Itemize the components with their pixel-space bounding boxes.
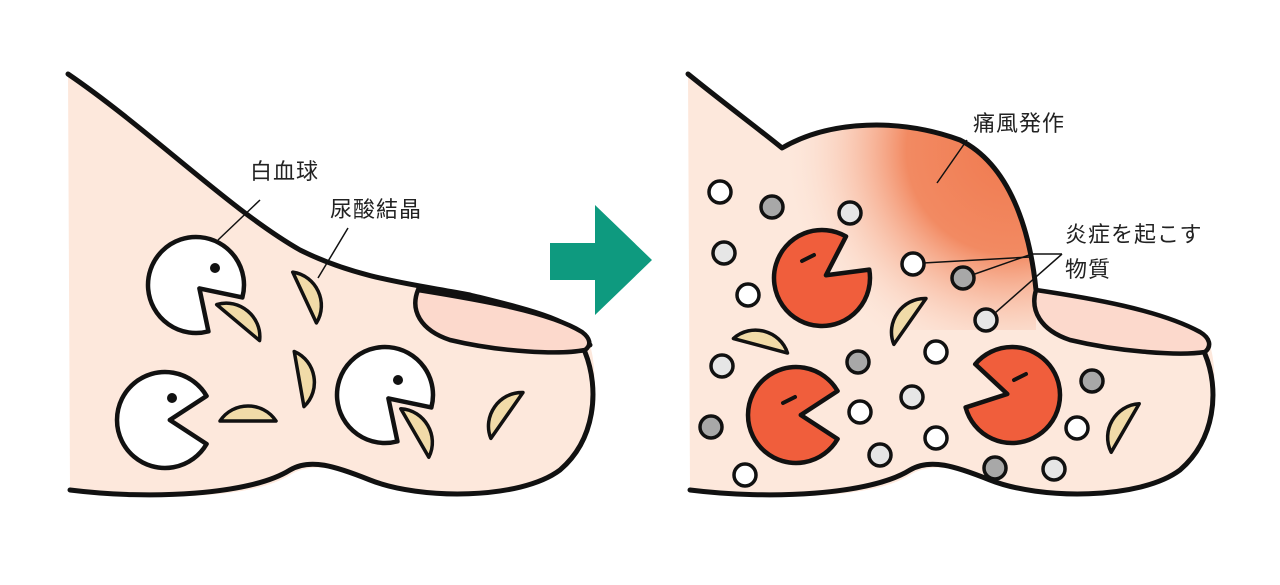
inflammatory-substance-label-line2: 物質 bbox=[1065, 258, 1112, 283]
particle-icon bbox=[1041, 456, 1067, 482]
crystal-icon bbox=[214, 301, 262, 343]
particle-icon bbox=[735, 282, 761, 308]
particle-icon bbox=[900, 251, 926, 277]
particle-icon bbox=[899, 384, 925, 410]
active-wbc-icon bbox=[771, 227, 873, 329]
particle-icon bbox=[982, 455, 1008, 481]
active-wbc-icon bbox=[745, 364, 840, 466]
eye-icon bbox=[167, 393, 177, 403]
crystal-icon bbox=[1105, 402, 1141, 454]
particle-icon bbox=[847, 399, 873, 425]
particle-icon bbox=[711, 240, 737, 266]
inflammatory-substances bbox=[698, 179, 1105, 488]
particle-icon bbox=[759, 194, 785, 220]
wbc-icon bbox=[114, 369, 209, 471]
eye-icon bbox=[393, 375, 403, 385]
uric-acid-crystal-label: 尿酸結晶 bbox=[330, 198, 423, 223]
uric-acid-crystals bbox=[214, 270, 525, 459]
particle-icon bbox=[950, 265, 976, 291]
inflammatory-substance-label-line1: 炎症を起こす bbox=[1065, 223, 1203, 248]
eye-icon bbox=[210, 263, 220, 273]
right-foot bbox=[685, 71, 1216, 498]
gout-attack-label: 痛風発作 bbox=[973, 112, 1066, 137]
wbc-label: 白血球 bbox=[250, 160, 320, 185]
particle-icon bbox=[923, 339, 949, 365]
particle-icon bbox=[1079, 368, 1105, 394]
particle-icon bbox=[845, 349, 871, 375]
angry-eye-icon bbox=[1012, 372, 1028, 382]
crystal-leader-line bbox=[317, 227, 349, 279]
white-blood-cells-active bbox=[745, 227, 1063, 466]
crystal-icon bbox=[486, 390, 525, 441]
wbc-icon bbox=[145, 234, 247, 336]
white-blood-cells-idle bbox=[114, 234, 436, 471]
particle-icon bbox=[837, 200, 863, 226]
angry-eye-icon bbox=[800, 253, 816, 263]
wbc-leader-line bbox=[217, 199, 261, 241]
particle-icon bbox=[1064, 415, 1090, 441]
particle-icon bbox=[707, 179, 733, 205]
active-wbc-icon bbox=[963, 344, 1063, 446]
crystal-icon bbox=[218, 404, 278, 423]
particle-icon bbox=[709, 353, 735, 379]
attack-leader-line bbox=[936, 139, 968, 184]
left-foot-toe-outline bbox=[67, 349, 596, 498]
uric-acid-crystals bbox=[731, 296, 1141, 454]
crystal-icon bbox=[731, 328, 790, 355]
particle-icon bbox=[732, 462, 758, 488]
crystal-icon bbox=[292, 349, 317, 409]
right-foot-toe-outline bbox=[687, 351, 1216, 498]
crystal-icon bbox=[889, 296, 928, 347]
particle-icon bbox=[698, 414, 724, 440]
angry-eye-icon bbox=[781, 395, 797, 405]
wbc-icon bbox=[334, 344, 436, 446]
particle-icon bbox=[973, 307, 999, 333]
crystal-icon bbox=[399, 407, 435, 459]
particle-icon bbox=[923, 425, 949, 451]
right-foot-top-outline bbox=[685, 71, 1039, 293]
crystal-icon bbox=[290, 270, 323, 325]
particle-icon bbox=[867, 442, 893, 468]
substance-leader-lines bbox=[922, 253, 1063, 314]
left-foot bbox=[65, 71, 596, 498]
transition-arrow-icon bbox=[550, 205, 652, 315]
